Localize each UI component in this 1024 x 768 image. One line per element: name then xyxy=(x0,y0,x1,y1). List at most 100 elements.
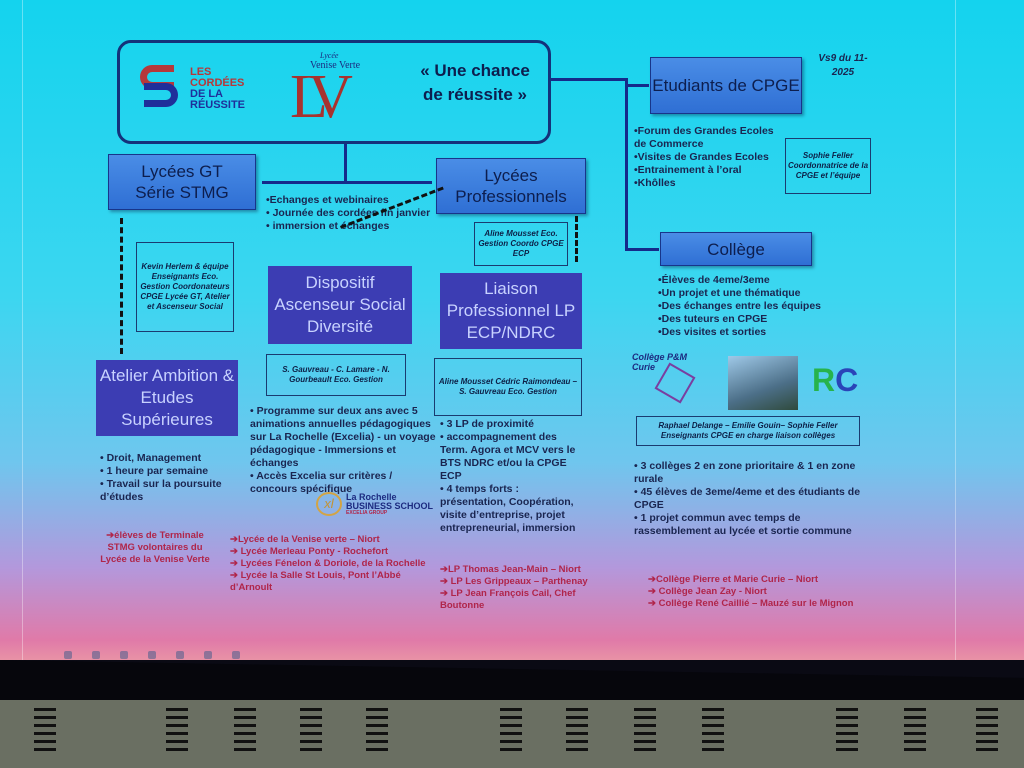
logo-text: CORDÉES xyxy=(190,77,245,89)
bullet: • Programme sur deux ans avec 5 animatio… xyxy=(250,405,436,469)
bullet: • 1 heure par semaine xyxy=(100,465,209,477)
taskbar-icon[interactable] xyxy=(232,651,240,659)
bullet: • immersion et échanges xyxy=(266,220,390,232)
bullet: •Des tuteurs en CPGE xyxy=(658,313,768,325)
bullet: •Echanges et webinaires xyxy=(266,194,389,206)
bullet: • 45 élèves de 3eme/4eme et des étudiant… xyxy=(634,486,861,511)
screen-edge xyxy=(22,0,23,660)
connector xyxy=(625,78,628,250)
atelier-targets: ➔élèves de Terminale STMG volontaires du… xyxy=(100,530,210,566)
target-item: ➔ Lycée la Salle St Louis, Pont l’Abbé d… xyxy=(230,570,401,593)
gt-note: Kevin Herlem & équipe Enseignants Eco. G… xyxy=(136,242,234,332)
note-text: Aline Mousset Cédric Raimondeau – S. Gau… xyxy=(438,377,578,396)
lycee-logo: Lycée Venise Verte LV xyxy=(290,51,380,141)
target-item: ➔Lycée de la Venise verte – Niort xyxy=(230,534,380,545)
logo-letters: LV xyxy=(290,63,353,131)
curie-logo: Collège P&M Curie xyxy=(632,352,712,408)
ascenseur-note: S. Gauvreau - C. Lamare - N. Gourbeault … xyxy=(266,354,406,396)
cordees-logo-text: LES CORDÉES DE LA RÉUSSITE xyxy=(190,67,245,111)
ascenseur-targets: ➔Lycée de la Venise verte – Niort ➔ Lycé… xyxy=(230,534,440,594)
logo-text: BUSINESS SCHOOL xyxy=(346,501,434,511)
liaison-bullets: • 3 LP de proximité • accompagnement des… xyxy=(440,418,580,535)
logo-script: Lycée xyxy=(320,51,339,60)
target-item: ➔ LP Les Grippeaux – Parthenay xyxy=(440,576,588,587)
taskbar-icon[interactable] xyxy=(120,651,128,659)
bullet: • Travail sur la poursuite d’études xyxy=(100,478,222,503)
note-text: Kevin Herlem & équipe Enseignants Eco. G… xyxy=(140,262,230,311)
projected-slide: LES CORDÉES DE LA RÉUSSITE Lycée Venise … xyxy=(0,0,1024,660)
header-box: LES CORDÉES DE LA RÉUSSITE Lycée Venise … xyxy=(117,40,551,144)
tagline: « Une chance de réussite » xyxy=(420,61,530,104)
bullet: •Un projet et une thématique xyxy=(658,287,801,299)
box-label: Atelier Ambition & Etudes Supérieures xyxy=(99,366,235,429)
college-box: Collège xyxy=(660,232,812,266)
target-item: ➔Collège Pierre et Marie Curie – Niort xyxy=(648,574,819,585)
dashed-arrow xyxy=(120,218,123,354)
logo-text: LES xyxy=(190,66,212,78)
bullet: •Forum des Grandes Ecoles de Commerce xyxy=(634,125,774,150)
bullet: • 3 collèges 2 en zone prioritaire & 1 e… xyxy=(634,460,856,485)
connector xyxy=(344,144,347,182)
connector xyxy=(625,84,649,87)
taskbar-icon[interactable] xyxy=(92,651,100,659)
liaison-note: Aline Mousset Cédric Raimondeau – S. Gau… xyxy=(434,358,582,416)
taskbar xyxy=(50,648,424,660)
target-item: ➔ Lycées Fénelon & Doriole, de la Rochel… xyxy=(230,558,426,569)
box-label: Lycées Professionnels xyxy=(455,166,567,206)
box-label: Lycées GT Série STMG xyxy=(135,162,229,202)
logo-text: Collège P&M Curie xyxy=(632,352,688,372)
lycees-pro-box: Lycées Professionnels xyxy=(436,158,586,214)
target-item: ➔ Lycée Merleau Ponty - Rochefort xyxy=(230,546,389,557)
lycees-gt-box: Lycées GT Série STMG xyxy=(108,154,256,210)
bullet: •Des visites et sorties xyxy=(658,326,767,338)
box-label: Liaison Professionnel LP ECP/NDRC xyxy=(446,279,576,342)
taskbar-icon[interactable] xyxy=(176,651,184,659)
bullet: • accompagnement des Term. Agora et MCV … xyxy=(440,431,576,482)
logo-text: EXCELIA GROUP xyxy=(346,510,388,516)
note-text: Raphael Delange – Emilie Gouin– Sophie F… xyxy=(658,421,838,440)
cpge-bullets: •Forum des Grandes Ecoles de Commerce •V… xyxy=(634,125,784,190)
atelier-box: Atelier Ambition & Etudes Supérieures xyxy=(96,360,238,436)
logo-name: Venise Verte xyxy=(310,60,361,71)
box-label: Dispositif Ascenseur Social Diversité xyxy=(274,273,406,336)
liaison-box: Liaison Professionnel LP ECP/NDRC xyxy=(440,273,582,349)
target-item: ➔ LP Jean François Cail, Chef Boutonne xyxy=(440,588,576,611)
bullet: •Visites de Grandes Ecoles xyxy=(634,151,769,163)
cpge-box: Etudiants de CPGE xyxy=(650,57,802,114)
taskbar-icon[interactable] xyxy=(148,651,156,659)
logo-mark: xl xyxy=(316,492,342,516)
screen-edge xyxy=(955,0,956,660)
version-label: Vs9 du 11-2025 xyxy=(818,53,868,78)
college-note: Raphael Delange – Emilie Gouin– Sophie F… xyxy=(636,416,860,446)
rc-logo: RC xyxy=(812,362,858,399)
target-item: ➔LP Thomas Jean-Main – Niort xyxy=(440,564,581,575)
college-targets: ➔Collège Pierre et Marie Curie – Niort ➔… xyxy=(648,574,878,610)
target-item: ➔ Collège René Caillié – Mauzé sur le Mi… xyxy=(648,598,854,609)
bullet: •Khôlles xyxy=(634,177,676,189)
connector xyxy=(625,248,659,251)
note-text: Sophie Feller Coordonnatrice de la CPGE … xyxy=(788,151,869,180)
logo-text: RÉUSSITE xyxy=(190,99,246,111)
pro-note: Aline Mousset Eco. Gestion Coordo CPGE E… xyxy=(474,222,568,266)
target-item: ➔ Collège Jean Zay - Niort xyxy=(648,586,767,597)
speaker-grille xyxy=(0,700,1024,768)
bullet: • 4 temps forts : présentation, Coopérat… xyxy=(440,483,576,534)
ascenseur-box: Dispositif Ascenseur Social Diversité xyxy=(268,266,412,344)
logo-text: DE LA xyxy=(190,88,223,100)
note-text: Aline Mousset Eco. Gestion Coordo CPGE E… xyxy=(478,229,564,258)
bullet: • Journée des cordées fin janvier xyxy=(266,207,431,219)
bullet: •Élèves de 4eme/3eme xyxy=(658,274,770,286)
college-photo xyxy=(728,356,798,410)
logo-text: RC xyxy=(812,362,859,398)
college-stats: • 3 collèges 2 en zone prioritaire & 1 e… xyxy=(634,460,864,538)
taskbar-icon[interactable] xyxy=(64,651,72,659)
bullet: •Des échanges entre les équipes xyxy=(658,300,821,312)
taskbar-icon[interactable] xyxy=(204,651,212,659)
dashed-arrow xyxy=(575,216,578,262)
target-item: ➔élèves de Terminale STMG volontaires du… xyxy=(100,530,210,565)
box-label: Etudiants de CPGE xyxy=(652,76,800,95)
atelier-bullets: • Droit, Management • 1 heure par semain… xyxy=(100,452,240,504)
logo-text: La Rochelle xyxy=(346,492,397,502)
ascenseur-bullets: • Programme sur deux ans avec 5 animatio… xyxy=(250,405,440,496)
note-text: S. Gauvreau - C. Lamare - N. Gourbeault … xyxy=(282,365,390,384)
